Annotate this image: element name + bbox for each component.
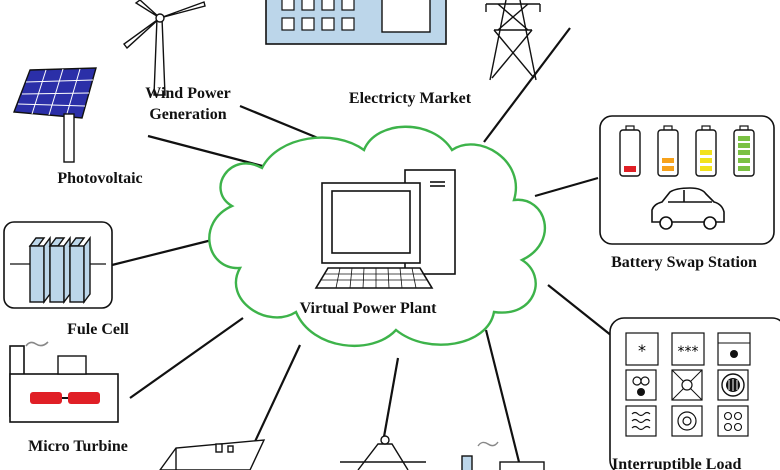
solar-panel-icon	[13, 67, 97, 163]
line-micro-turbine	[129, 317, 244, 399]
battery-icon-red	[619, 125, 641, 177]
line-bottom-1	[251, 344, 301, 449]
wind-turbine-icon	[123, 0, 206, 96]
battery-swap-panel	[599, 115, 775, 245]
line-market	[483, 27, 571, 143]
line-battery	[534, 176, 599, 198]
interruptible-load-panel: * ***	[609, 317, 780, 470]
load-symbol-star: *	[638, 341, 646, 360]
vpp-label: Virtual Power Plant	[300, 300, 438, 317]
wind-label-line2: Generation	[149, 106, 226, 123]
turbine-red-right	[68, 392, 100, 404]
micro-turbine-label: Micro Turbine	[28, 438, 128, 455]
battery-icon-orange	[657, 125, 679, 177]
storage-unit-icon	[159, 439, 266, 470]
vpp-cloud: Virtual Power Plant	[208, 125, 547, 348]
car-icon	[651, 187, 725, 230]
connection-lines	[111, 27, 613, 467]
line-fuel-cell	[111, 238, 213, 267]
turbine-red-left	[30, 392, 62, 404]
fuel-cell-stack-icon	[28, 235, 91, 305]
computer-icon	[314, 169, 456, 289]
fuel-cell-panel	[3, 221, 113, 309]
computer-keyboard	[314, 267, 434, 289]
interruptible-load-label: Interruptible Load	[612, 456, 741, 470]
market-building-icon	[265, 0, 447, 45]
fuel-cell-label: Fule Cell	[67, 321, 129, 338]
load-symbol-stars: ***	[678, 344, 699, 360]
micro-turbine-icon	[9, 341, 119, 423]
photovoltaic-label: Photovoltaic	[57, 170, 142, 187]
market-label: Electricty Market	[349, 90, 472, 107]
battery-icon-green	[733, 125, 755, 177]
ev-charger-icon	[340, 435, 426, 470]
wind-label: Wind Power	[145, 85, 230, 102]
transmission-tower-icon	[485, 0, 541, 81]
battery-icon-yellow	[695, 125, 717, 177]
line-bottom-2	[380, 357, 400, 449]
battery-swap-label: Battery Swap Station	[611, 254, 757, 271]
factory-icon	[461, 441, 545, 470]
line-interruptible-load	[547, 284, 613, 337]
line-bottom-3	[484, 329, 522, 467]
